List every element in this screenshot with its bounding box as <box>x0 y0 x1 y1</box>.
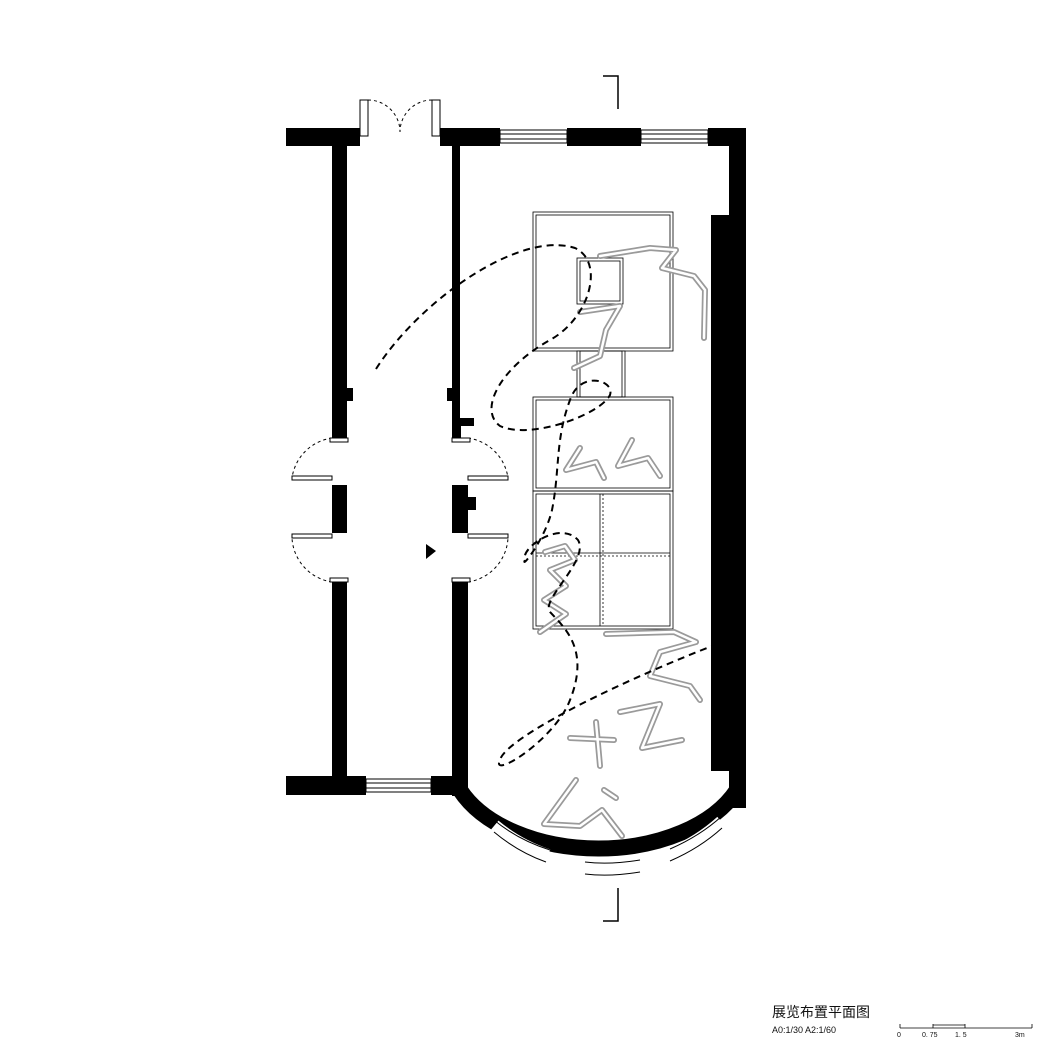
wall-corr-mid-nub <box>468 497 476 510</box>
drawing-title: 展览布置平面图 <box>772 1005 870 1021</box>
wall-left-nub <box>347 388 353 401</box>
walls <box>286 128 746 857</box>
wall-corr-hook <box>452 418 474 426</box>
wall-bottom-left <box>286 776 366 795</box>
wall-corr-mid <box>452 485 468 533</box>
wall-top-left <box>286 128 360 146</box>
wall-top-mid <box>440 128 500 146</box>
wall-corr-upper <box>452 146 460 418</box>
wall-left-mid <box>332 485 347 533</box>
wall-bay-arc <box>453 785 744 857</box>
scale-tick-3: 3m <box>1015 1032 1025 1039</box>
side-doors <box>291 437 509 583</box>
entrance-door <box>359 99 441 137</box>
calligraphy-installations <box>537 245 708 839</box>
drawing-scale: A0:1/30 A2:1/60 <box>772 1025 837 1035</box>
scale-tick-0: 0 <box>897 1032 901 1039</box>
wall-corr-end <box>452 426 461 438</box>
top-windows <box>365 129 709 793</box>
bay-windows <box>489 815 727 877</box>
scale-tick-1: 0. 75 <box>922 1032 938 1039</box>
wall-corr-lower <box>452 582 468 796</box>
wall-right-outer <box>729 128 746 808</box>
wall-left-upper <box>332 128 347 438</box>
window-top-2 <box>640 129 709 144</box>
bay-window-center <box>584 859 642 877</box>
section-markers <box>603 75 619 922</box>
direction-arrow-icon <box>426 544 436 559</box>
wall-right-inner <box>711 215 729 771</box>
wall-top-mid2 <box>567 128 641 146</box>
wall-corr-nub <box>447 388 453 401</box>
bay-window-left <box>489 820 551 863</box>
window-bottom <box>365 778 432 793</box>
wall-left-lower <box>332 582 347 795</box>
scale-tick-2: 1. 5 <box>955 1032 967 1039</box>
wall-bottom-mid <box>431 776 468 795</box>
scale-bar <box>899 1024 1033 1029</box>
exhibit-platforms <box>532 211 674 630</box>
visitor-route <box>375 244 713 767</box>
window-top-1 <box>499 129 568 144</box>
bay-window-right <box>667 816 727 862</box>
